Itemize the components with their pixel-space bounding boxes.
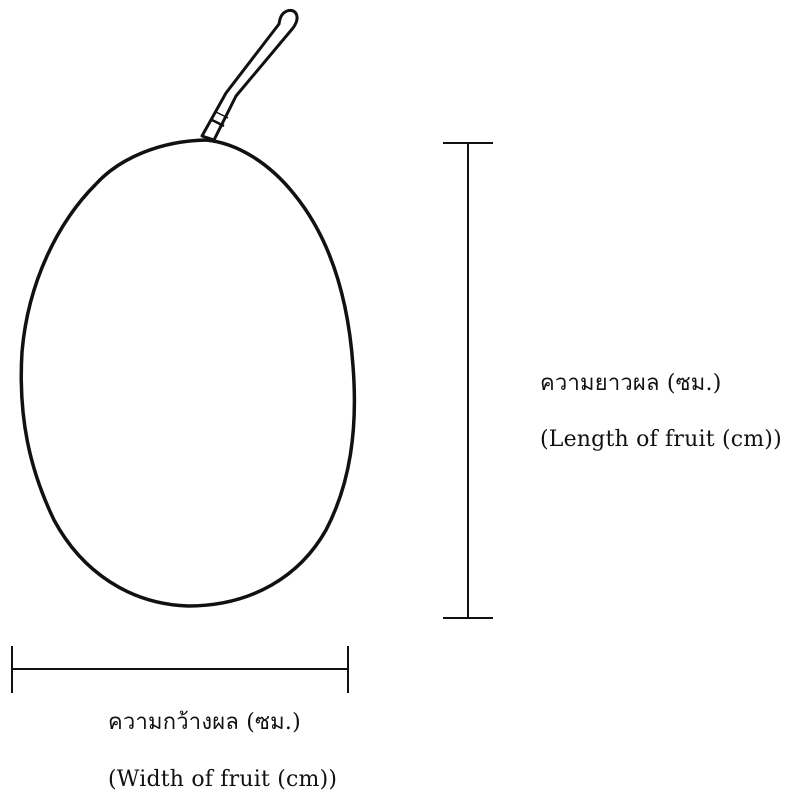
fruit-stem	[200, 8, 299, 142]
length-label-thai: ความยาวผล (ซม.)	[540, 371, 722, 396]
fruit-outline	[19, 138, 357, 608]
length-dimension-bar	[443, 142, 493, 619]
width-label-english: (Width of fruit (cm))	[108, 767, 338, 792]
length-label-english: (Length of fruit (cm))	[540, 427, 782, 452]
width-dimension-bar	[11, 646, 349, 693]
width-label-thai: ความกว้างผล (ซม.)	[108, 710, 301, 735]
